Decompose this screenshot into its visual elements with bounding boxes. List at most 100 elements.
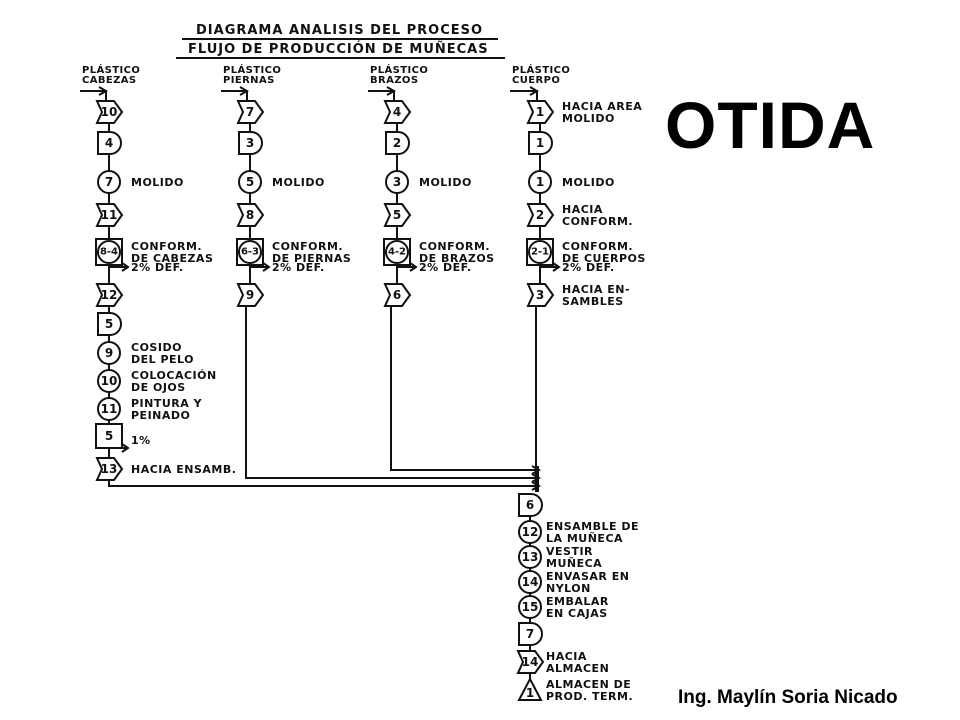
delay-symbol — [238, 131, 263, 155]
assembly-step-5: 15 — [518, 595, 542, 619]
arrowhead — [552, 262, 561, 272]
transport-symbol — [95, 283, 124, 307]
step-brazos-1: 4 — [383, 100, 412, 124]
combined-circle — [385, 240, 409, 264]
step-number: 13 — [101, 462, 118, 476]
step-number: 7 — [246, 105, 254, 119]
step-number: 9 — [105, 346, 113, 360]
step-piernas-6: 9 — [236, 283, 265, 307]
assembly-label: PROD. TERM. — [546, 690, 633, 703]
arrowhead — [121, 443, 130, 453]
assembly-step-1: 6 — [518, 493, 543, 517]
operation-symbol — [97, 341, 121, 365]
defect-label: 2% DEF. — [419, 261, 472, 274]
step-number: 3 — [393, 175, 401, 189]
operation-symbol — [238, 170, 262, 194]
combined-circle — [528, 240, 552, 264]
step-cuerpo-5: 2-1 — [526, 238, 554, 266]
step-cabezas-10: 11 — [97, 397, 121, 421]
operation-symbol — [518, 570, 542, 594]
diagram-title-line-1: DIAGRAMA ANALISIS DEL PROCESO — [196, 23, 483, 38]
step-cuerpo-3: 1 — [528, 170, 552, 194]
step-brazos-5: 4-2 — [383, 238, 411, 266]
operation-symbol — [97, 397, 121, 421]
step-number: 3 — [536, 288, 544, 302]
step-label: MOLIDO — [562, 176, 615, 189]
step-number: 6 — [526, 498, 534, 512]
author-credit: Ing. Maylín Soria Nicado — [678, 687, 898, 708]
step-cabezas-7: 5 — [97, 312, 122, 336]
transport-symbol — [526, 203, 555, 227]
transport-symbol — [526, 100, 555, 124]
step-cabezas-3: 7 — [97, 170, 121, 194]
step-label: MOLIDO — [272, 176, 325, 189]
step-number: 14 — [522, 575, 539, 589]
operation-symbol — [518, 595, 542, 619]
assembly-label: ALMACEN DE — [546, 678, 631, 691]
step-cuerpo-6: 3 — [526, 283, 555, 307]
step-cabezas-12: 13 — [95, 457, 124, 481]
operation-symbol — [518, 545, 542, 569]
step-label: DE CABEZAS — [131, 252, 213, 265]
step-label: CONFORM. — [562, 240, 633, 253]
step-number: 1 — [536, 105, 544, 119]
step-number: 10 — [101, 374, 118, 388]
assembly-step-4: 14 — [518, 570, 542, 594]
step-piernas-1: 7 — [236, 100, 265, 124]
step-number: 6-3 — [241, 247, 259, 258]
step-number: 2 — [536, 208, 544, 222]
step-label: PEINADO — [131, 409, 190, 422]
assembly-label: ENVASAR EN — [546, 570, 629, 583]
step-number: 1 — [536, 136, 544, 150]
step-number: 5 — [393, 208, 401, 222]
step-number: 1 — [526, 686, 534, 700]
step-number: 13 — [522, 550, 539, 564]
step-label: HACIA — [562, 203, 603, 216]
step-number: 6 — [393, 288, 401, 302]
step-number: 5 — [105, 317, 113, 331]
step-brazos-4: 5 — [383, 203, 412, 227]
step-label: COSIDO — [131, 341, 182, 354]
step-label: SAMBLES — [562, 295, 624, 308]
step-label: DE PIERNAS — [272, 252, 351, 265]
step-label: DEL PELO — [131, 353, 194, 366]
step-number: 2 — [393, 136, 401, 150]
step-number: 11 — [101, 402, 118, 416]
delay-symbol — [385, 131, 410, 155]
step-piernas-5: 6-3 — [236, 238, 264, 266]
step-brazos-3: 3 — [385, 170, 409, 194]
assembly-label: NYLON — [546, 582, 591, 595]
step-label: CONFORM. — [131, 240, 202, 253]
transport-symbol — [526, 283, 555, 307]
storage-symbol — [517, 676, 543, 701]
step-number: 8-4 — [100, 247, 118, 258]
step-number: 1 — [536, 175, 544, 189]
step-label: HACIA ENSAMB. — [131, 463, 236, 476]
merge-line-piernas — [245, 295, 538, 479]
step-number: 9 — [246, 288, 254, 302]
assembly-step-3: 13 — [518, 545, 542, 569]
step-piernas-3: 5 — [238, 170, 262, 194]
material-label-cabezas: PLÁSTICO — [82, 63, 140, 76]
transport-symbol — [516, 650, 545, 674]
step-label: CONFORM. — [272, 240, 343, 253]
assembly-label: EMBALAR — [546, 595, 609, 608]
combined-circle — [97, 240, 121, 264]
step-label: CONFORM. — [419, 240, 490, 253]
delay-symbol — [97, 131, 122, 155]
step-number: 5 — [105, 429, 113, 443]
material-label-brazos: BRAZOS — [370, 75, 418, 86]
material-label-piernas: PIERNAS — [223, 75, 275, 86]
assembly-label: LA MUÑECA — [546, 532, 623, 545]
assembly-step-7: 14 — [516, 650, 545, 674]
operation-symbol — [97, 170, 121, 194]
assembly-label: ENSAMBLE DE — [546, 520, 639, 533]
material-label-piernas: PLÁSTICO — [223, 63, 281, 76]
transport-symbol — [236, 100, 265, 124]
transport-symbol — [383, 203, 412, 227]
defect-label: 2% DEF. — [131, 261, 184, 274]
material-label-brazos: PLÁSTICO — [370, 63, 428, 76]
